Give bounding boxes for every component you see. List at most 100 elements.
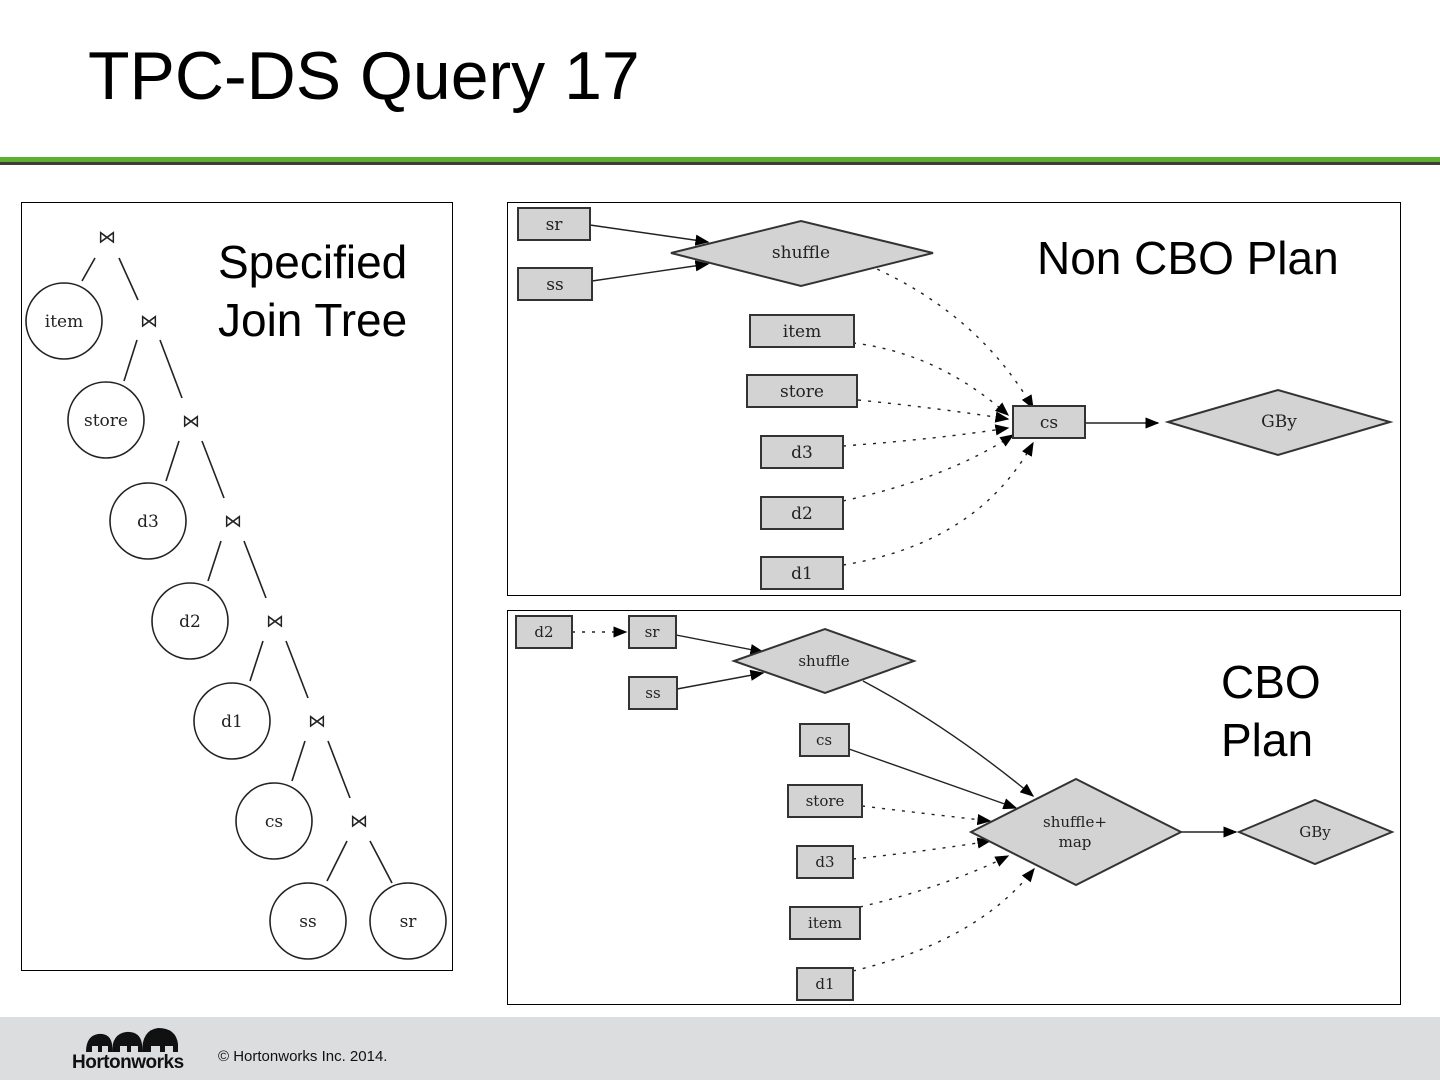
join-operator: ⋈ (224, 511, 242, 532)
node-label-shuffle-map-line1: shuffle+ (1043, 813, 1107, 831)
tree-edge (81, 257, 96, 282)
tree-edge (291, 740, 306, 782)
leaf-node-sr (369, 882, 447, 960)
join-operator: ⋈ (182, 411, 200, 432)
node-label-cs: cs (816, 731, 832, 749)
tree-edge (207, 540, 222, 582)
edge-ss-shuffle (676, 669, 765, 690)
leaf-label: sr (400, 912, 418, 932)
edge-d1-shufflemap (852, 867, 1035, 972)
node-label-sr: sr (546, 215, 564, 235)
node-shuffle-map (968, 777, 1184, 887)
title-divider-green (0, 157, 1440, 162)
edge-sr-shuffle (589, 224, 710, 246)
edge-cs-shufflemap (848, 748, 1018, 810)
leaf-label: d1 (221, 712, 243, 732)
node-d2 (760, 496, 844, 530)
leaf-label: cs (265, 812, 283, 832)
tree-edge (327, 740, 351, 799)
node-cs (1012, 405, 1086, 439)
node-label-shuffle-map-line2: map (1059, 833, 1092, 851)
edge-sr-shuffle (675, 634, 765, 656)
node-ss (628, 676, 678, 710)
node-label-d1: d1 (791, 564, 813, 584)
node-shuffle (670, 219, 934, 288)
leaf-node-cs (235, 782, 313, 860)
join-operator: ⋈ (266, 611, 284, 632)
title-divider-dark (0, 162, 1440, 165)
node-gby (1236, 798, 1395, 866)
node-label-store: store (806, 792, 845, 810)
leaf-label: d3 (137, 512, 159, 532)
join-tree-label-line1: Specified (218, 236, 408, 288)
node-label-ss: ss (546, 275, 563, 295)
tree-edge (118, 257, 139, 301)
edge-shuffle-shufflemap (862, 680, 1035, 797)
node-label-d3: d3 (815, 853, 834, 871)
node-ss (517, 267, 593, 301)
cbo-plan-label-line1: CBO (1221, 656, 1321, 708)
node-label-sr: sr (645, 623, 661, 641)
non-cbo-plan-panel: sr ss shuffle item store d3 d2 d1 cs GBy… (507, 202, 1401, 596)
node-d2 (515, 615, 573, 649)
node-shuffle (730, 627, 917, 695)
tree-edge (159, 339, 183, 399)
leaf-label: ss (299, 912, 316, 932)
node-store (746, 374, 858, 408)
node-label-item: item (808, 914, 842, 932)
cbo-plan-diagram: d2 sr ss shuffle cs store d3 item d1 shu… (515, 615, 1395, 1001)
leaf-node-d2 (151, 582, 229, 660)
edge-ss-shuffle (591, 260, 710, 282)
node-label-d2: d2 (534, 623, 553, 641)
node-d1 (796, 967, 854, 1001)
join-operator: ⋈ (308, 711, 326, 732)
join-operator: ⋈ (350, 811, 368, 832)
edge-d2-cs (842, 434, 1015, 502)
node-store (787, 784, 863, 818)
leaf-node-item (25, 282, 103, 360)
cbo-plan-panel: d2 sr ss shuffle cs store d3 item d1 shu… (507, 610, 1401, 1005)
hortonworks-logo: Hortonworks (72, 1052, 184, 1073)
join-operator: ⋈ (98, 227, 116, 248)
tree-edge (165, 440, 180, 482)
node-label-cs: cs (1040, 413, 1058, 433)
node-d1 (760, 556, 844, 590)
edge-store-shufflemap (861, 805, 992, 826)
leaf-label: store (84, 411, 128, 431)
join-tree-label-line2: Join Tree (218, 294, 408, 346)
node-sr (628, 615, 677, 649)
slide-title: TPC-DS Query 17 (88, 38, 640, 114)
tree-edge (369, 840, 393, 884)
non-cbo-plan-diagram: sr ss shuffle item store d3 d2 d1 cs GBy (517, 207, 1394, 590)
tree-edge (285, 640, 309, 699)
edge-d3-cs (842, 424, 1010, 447)
edge-item-cs (852, 342, 1010, 416)
cbo-plan-label-line2: Plan (1221, 714, 1314, 766)
join-operator: ⋈ (140, 311, 158, 332)
node-label-gby: GBy (1261, 412, 1297, 432)
node-label-shuffle: shuffle (798, 652, 849, 670)
node-label-d3: d3 (791, 443, 813, 463)
node-d3 (796, 845, 854, 879)
edge-item-shufflemap (859, 855, 1010, 908)
leaf-label: item (45, 312, 83, 332)
edge-d1-cs (842, 441, 1034, 566)
node-label-d1: d1 (815, 975, 834, 993)
footer-bar (0, 1017, 1440, 1080)
node-item (789, 906, 861, 940)
node-label-store: store (780, 382, 824, 402)
edge-store-cs (857, 399, 1010, 423)
elephants-logo-icon (86, 1028, 178, 1052)
tree-edge (201, 440, 225, 499)
node-gby (1164, 388, 1394, 457)
tree-edge (326, 840, 348, 882)
node-d3 (760, 435, 844, 469)
node-label-gby: GBy (1299, 823, 1331, 841)
join-tree-panel: ⋈ ⋈ ⋈ ⋈ ⋈ ⋈ ⋈ item store d3 d2 d1 cs ss … (21, 202, 453, 971)
node-label-ss: ss (645, 684, 660, 702)
edge-d3-shufflemap (852, 837, 992, 860)
leaf-node-d1 (193, 682, 271, 760)
leaf-label: d2 (179, 612, 201, 632)
node-label-item: item (783, 322, 821, 342)
node-label-d2: d2 (791, 504, 813, 524)
